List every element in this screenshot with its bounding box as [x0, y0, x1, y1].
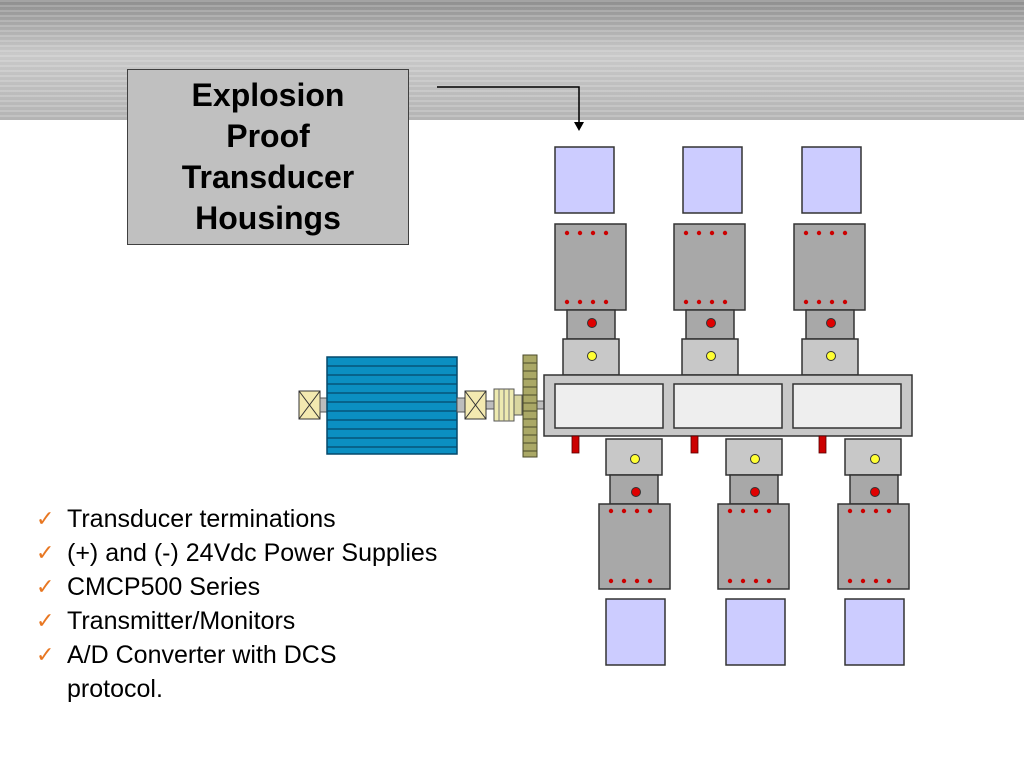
bottom-stack-3 — [837, 438, 910, 666]
list-item-text: Transmitter/Monitors — [67, 607, 296, 635]
bottom-housing — [837, 503, 910, 590]
housing-panel — [792, 383, 902, 429]
callout-box: Explosion Proof Transducer Housings — [127, 69, 409, 245]
top-housing — [554, 223, 627, 311]
list-item-text: A/D Converter with DCS protocol. — [67, 641, 337, 703]
top-stack-1 — [554, 146, 627, 376]
red-pin — [690, 435, 699, 454]
red-pin — [571, 435, 580, 454]
callout-arrow-line — [437, 86, 580, 124]
list-item-text: (+) and (-) 24Vdc Power Supplies — [67, 539, 438, 567]
housing-panel — [554, 383, 664, 429]
bearing-collar — [493, 388, 523, 422]
check-icon: ✓ — [36, 506, 55, 531]
top-probe-box — [682, 146, 743, 214]
list-item: ✓ (+) and (-) 24Vdc Power Supplies — [36, 536, 516, 570]
bottom-probe-box — [725, 598, 786, 666]
top-stack-2 — [673, 146, 746, 376]
list-item-text: Transducer terminations — [67, 505, 336, 533]
top-housing — [673, 223, 746, 311]
bottom-probe-box — [844, 598, 905, 666]
housing-panel — [673, 383, 783, 429]
list-item: ✓ Transducer terminations — [36, 502, 516, 536]
motor — [326, 356, 458, 455]
top-probe-box — [801, 146, 862, 214]
check-icon: ✓ — [36, 608, 55, 633]
top-probe-box — [554, 146, 615, 214]
bottom-probe-box — [605, 598, 666, 666]
bottom-stack-2 — [717, 438, 790, 666]
list-item: ✓ CMCP500 Series — [36, 570, 516, 604]
check-icon: ✓ — [36, 574, 55, 599]
list-item-text: CMCP500 Series — [67, 573, 261, 601]
list-item: ✓ Transmitter/Monitors — [36, 604, 516, 638]
bottom-stack-1 — [598, 438, 671, 666]
callout-title: Explosion Proof Transducer Housings — [181, 77, 355, 236]
gear — [522, 354, 538, 458]
bottom-housing — [598, 503, 671, 590]
list-item: ✓ A/D Converter with DCS protocol. — [36, 638, 397, 706]
callout-arrowhead — [574, 122, 584, 131]
main-housing — [543, 374, 913, 437]
red-pin — [818, 435, 827, 454]
bottom-housing — [717, 503, 790, 590]
feature-list: ✓ Transducer terminations ✓ (+) and (-) 24… — [36, 502, 516, 706]
top-housing — [793, 223, 866, 311]
check-icon: ✓ — [36, 642, 55, 667]
check-icon: ✓ — [36, 540, 55, 565]
top-stack-3 — [793, 146, 866, 376]
